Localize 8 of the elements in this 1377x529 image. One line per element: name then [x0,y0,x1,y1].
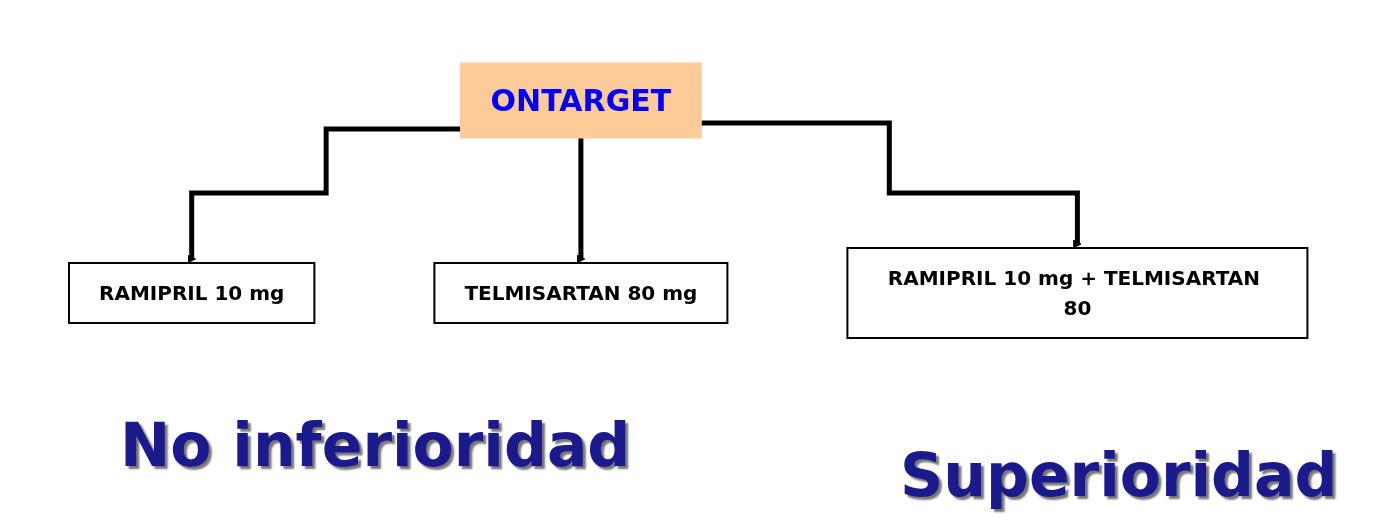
node-box: RAMIPRIL 10 mg [68,261,316,324]
arrow [187,126,461,263]
node-box: ONTARGET [460,62,702,138]
conclusion-text: No inferioridad [120,410,631,480]
arrow [701,119,1083,248]
node-box: RAMIPRIL 10 mg + TELMISARTAN 80 [846,246,1309,339]
node-box: TELMISARTAN 80 mg [433,261,729,324]
conclusion-text: Superioridad [900,440,1338,510]
